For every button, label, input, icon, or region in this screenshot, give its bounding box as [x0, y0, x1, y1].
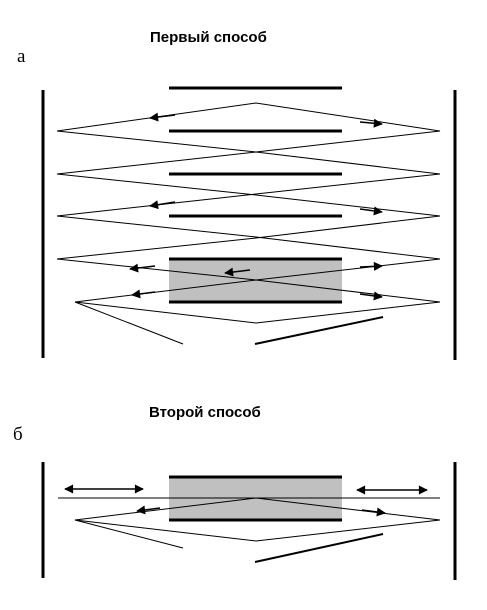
arrow — [136, 505, 161, 515]
beam-path — [56, 102, 441, 345]
arrow — [359, 261, 383, 271]
arrow — [361, 507, 386, 517]
plates — [169, 475, 342, 522]
arrow — [131, 289, 156, 299]
arrow — [359, 206, 383, 216]
arrow — [129, 263, 156, 273]
panel-a-diagram — [41, 86, 457, 360]
direction-arrows — [129, 112, 383, 301]
arrow — [149, 112, 176, 122]
panel-b-title: Второй способ — [149, 404, 261, 421]
plates — [169, 86, 342, 304]
direction-arrows — [64, 484, 428, 517]
arrow — [224, 267, 251, 277]
panel-a-title: Первый способ — [150, 29, 267, 46]
arrow — [149, 200, 176, 210]
beam-path — [58, 497, 441, 563]
panel-b-letter: б — [13, 424, 23, 445]
arrow — [359, 118, 383, 128]
arrow — [359, 291, 383, 301]
panel-b-diagram — [41, 462, 457, 580]
panel-a-letter: а — [17, 46, 26, 67]
